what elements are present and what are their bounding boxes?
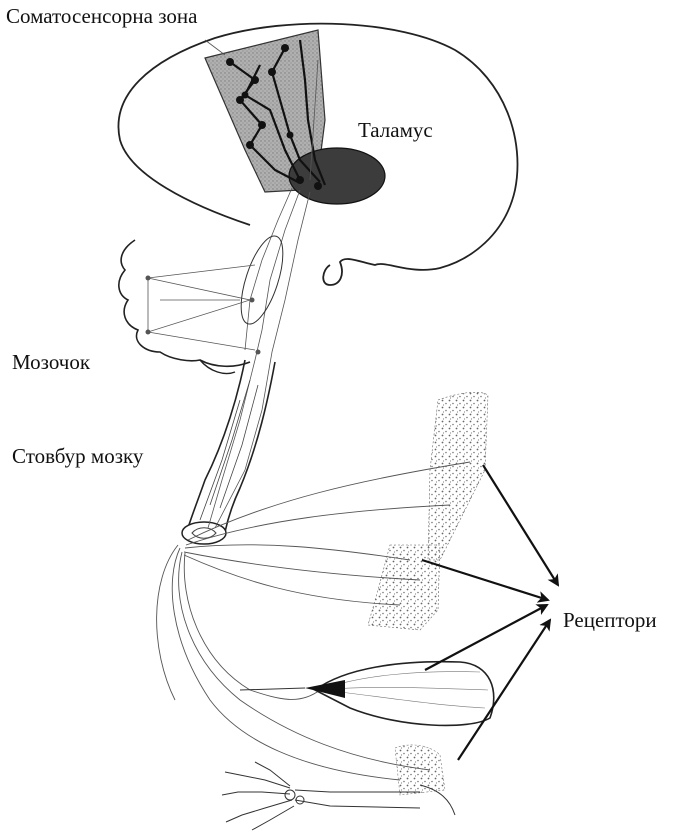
spinal-cord-section (182, 522, 226, 544)
label-receptors: Рецептори (563, 610, 657, 631)
brainstem-left-edge (188, 360, 245, 528)
skin-patch-hand (395, 745, 445, 795)
label-cerebellum: Мозочок (12, 352, 90, 373)
label-brainstem: Стовбур мозку (12, 446, 143, 467)
skin-patch-upper (428, 392, 488, 560)
label-thalamus: Таламус (358, 120, 433, 141)
arrow-skin-upper (483, 465, 558, 585)
skin-patch-lower (368, 545, 440, 630)
arrow-muscle (425, 605, 547, 670)
cerebellar-relay (233, 231, 292, 328)
thalamus (289, 148, 385, 204)
label-somatosensory-zone: Соматосенсорна зона (6, 6, 197, 27)
arrow-hand (458, 620, 550, 760)
brainstem-right-edge (225, 362, 275, 532)
cerebellum-outline (119, 240, 250, 366)
arrow-skin-lower (422, 560, 548, 600)
